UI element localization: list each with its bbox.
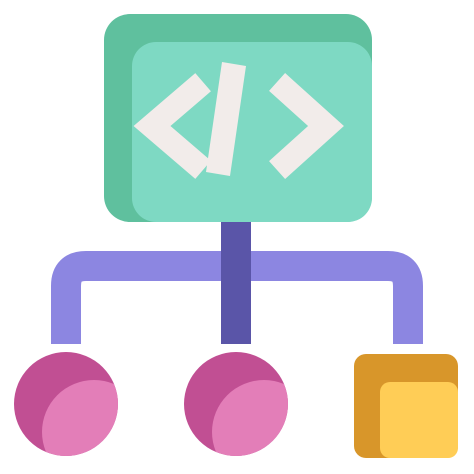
right-angle-bracket-icon [269, 73, 344, 179]
hierarchy-connector [51, 222, 423, 344]
connector-stem [221, 222, 251, 344]
slash-icon [206, 62, 246, 176]
square-node [354, 354, 458, 458]
code-window [104, 14, 372, 222]
left-angle-bracket-icon [133, 73, 211, 179]
circle-node [14, 352, 118, 456]
circle-node [184, 352, 288, 456]
